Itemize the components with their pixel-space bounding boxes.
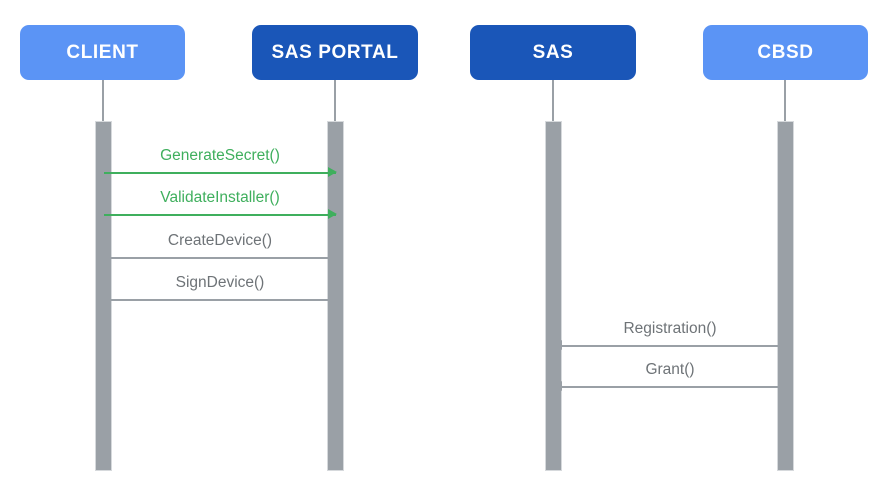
- message-line-sign-device: [104, 299, 336, 301]
- activation-bar-sas: [545, 121, 562, 471]
- participant-box-sas-portal[interactable]: SAS PORTAL: [252, 25, 418, 80]
- message-label-validate-installer: ValidateInstaller(): [160, 188, 280, 206]
- participant-label-cbsd: CBSD: [757, 42, 814, 63]
- message-line-validate-installer: [104, 214, 336, 216]
- participant-box-cbsd[interactable]: CBSD: [703, 25, 868, 80]
- message-line-generate-secret: [104, 172, 336, 174]
- activation-bar-cbsd: [777, 121, 794, 471]
- lifeline-stem-sas-portal: [334, 80, 336, 122]
- participant-box-client[interactable]: CLIENT: [20, 25, 185, 80]
- arrowhead-right-icon: [328, 294, 337, 304]
- activation-bar-client: [95, 121, 112, 471]
- message-label-sign-device: SignDevice(): [175, 273, 265, 291]
- participant-label-sas: SAS: [532, 42, 574, 63]
- message-label-create-device: CreateDevice(): [167, 231, 273, 249]
- message-line-grant: [554, 386, 786, 388]
- participant-box-sas[interactable]: SAS: [470, 25, 636, 80]
- arrowhead-right-icon: [328, 167, 337, 177]
- arrowhead-right-icon: [328, 209, 337, 219]
- message-label-grant: Grant(): [645, 360, 695, 378]
- message-line-create-device: [104, 257, 336, 259]
- arrowhead-left-icon: [553, 340, 562, 350]
- participant-label-client: CLIENT: [66, 42, 139, 63]
- lifeline-stem-sas: [552, 80, 554, 122]
- participant-label-sas-portal: SAS PORTAL: [271, 42, 399, 63]
- message-line-registration: [554, 345, 786, 347]
- arrowhead-right-icon: [328, 252, 337, 262]
- lifeline-stem-client: [102, 80, 104, 122]
- message-label-generate-secret: GenerateSecret(): [160, 146, 280, 164]
- message-label-registration: Registration(): [623, 319, 717, 337]
- arrowhead-left-icon: [553, 381, 562, 391]
- lifeline-stem-cbsd: [784, 80, 786, 122]
